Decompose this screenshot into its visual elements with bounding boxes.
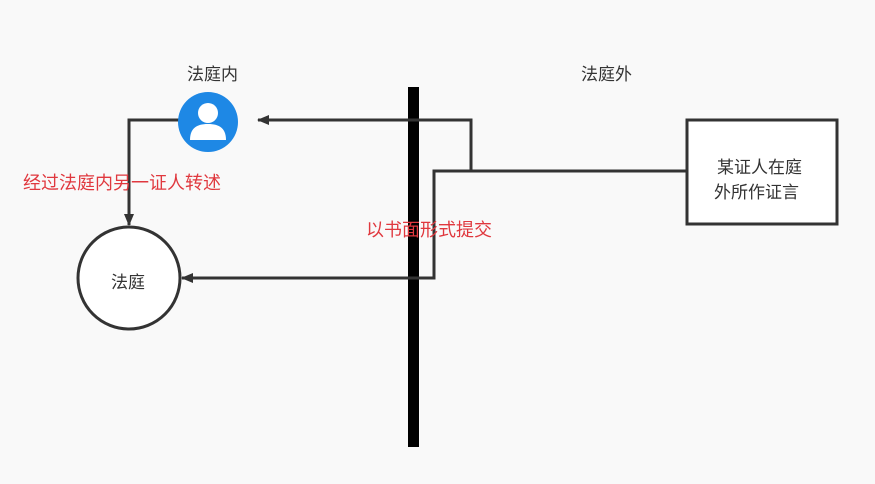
person-icon bbox=[178, 92, 238, 152]
edge-to-person bbox=[257, 115, 687, 173]
relay-label: 经过法庭内另一证人转述 bbox=[23, 173, 221, 194]
region-outside-label: 法庭外 bbox=[581, 65, 632, 85]
court-node bbox=[76, 225, 182, 331]
edge-relay-to-court bbox=[124, 118, 180, 226]
edge-written-to-court bbox=[181, 169, 687, 283]
divider-bar bbox=[408, 87, 419, 447]
court-label: 法庭 bbox=[111, 273, 145, 293]
written-label: 以书面形式提交 bbox=[366, 220, 492, 241]
region-inside-label: 法庭内 bbox=[187, 65, 238, 85]
testimony-label-line2: 外所作证言 bbox=[714, 183, 799, 203]
testimony-label-line1: 某证人在庭 bbox=[717, 158, 802, 178]
testimony-box bbox=[685, 118, 839, 226]
